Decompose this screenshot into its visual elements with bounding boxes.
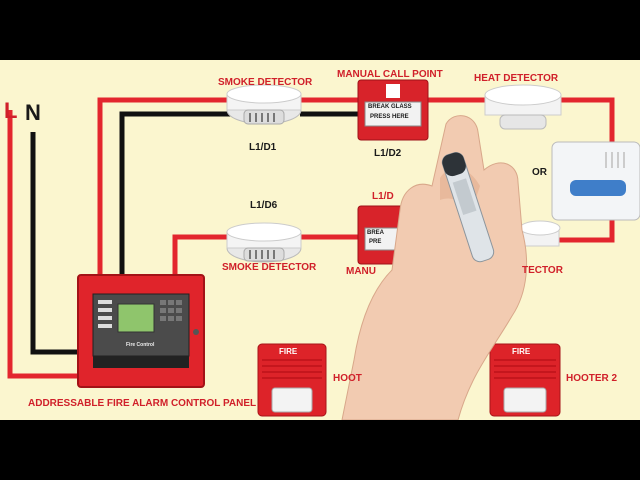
manual-call-point-1-address: L1/D2: [374, 148, 402, 159]
smoke-detector-2-address: L1/D6: [250, 200, 278, 211]
manual-call-point-2-address: L1/D: [372, 191, 394, 202]
heat-detector-2-icon: [514, 220, 561, 247]
hooter-1-sign: FIRE: [279, 347, 298, 356]
control-panel-icon: [77, 274, 205, 388]
wiring-diagram: { "supply": {"live": "L", "neutral": "N"…: [0, 60, 640, 420]
mcp-1-face-text: BREAK GLASS: [368, 104, 412, 110]
hooter-2-sign: FIRE: [512, 347, 531, 356]
mcp-2-face-text-2: PRE: [369, 239, 382, 245]
live-supply-wire: [7, 110, 80, 379]
hooter-1-label: HOOT: [333, 373, 362, 384]
smoke-detector-1-address: L1/D1: [249, 142, 277, 153]
gas-detector-icon: [551, 141, 640, 221]
smoke-detector-2-label: SMOKE DETECTOR: [222, 262, 317, 273]
hooter-2-label: HOOTER 2: [566, 373, 618, 384]
manual-call-point-2-label: MANU: [346, 266, 376, 277]
mcp-1-face-text-2: PRESS HERE: [370, 114, 409, 120]
mcp-2-face-text: BREA: [367, 230, 385, 236]
hooter-2-icon: [489, 343, 561, 417]
loop-return-wire: [119, 111, 235, 275]
neutral-supply-wire: [30, 132, 80, 355]
live-label: L: [4, 98, 18, 123]
heat-detector-label: HEAT DETECTOR: [474, 73, 559, 84]
heat-detector-2-partial-label: TECTOR: [522, 265, 563, 276]
smoke-detector-2-icon: [226, 222, 302, 263]
wire-to-d6: [172, 234, 230, 275]
control-panel-brand: Fire Control: [126, 342, 155, 348]
heat-detector-icon: [484, 84, 562, 130]
neutral-label: N: [25, 100, 41, 125]
control-panel-label: ADDRESSABLE FIRE ALARM CONTROL PANEL: [28, 398, 257, 409]
smoke-detector-1-icon: [226, 84, 302, 125]
loop-out-wire: [97, 97, 230, 290]
wire-layer: [7, 79, 640, 420]
partial-detector-label: OR: [532, 167, 547, 178]
hooter-1-icon: [257, 343, 327, 417]
manual-call-point-1-icon: [357, 79, 429, 141]
neutral-wires: [30, 111, 360, 355]
manual-call-point-1-label: MANUAL CALL POINT: [337, 69, 443, 80]
drawing-hand-image: [341, 115, 528, 420]
smoke-detector-1-label: SMOKE DETECTOR: [218, 77, 313, 88]
